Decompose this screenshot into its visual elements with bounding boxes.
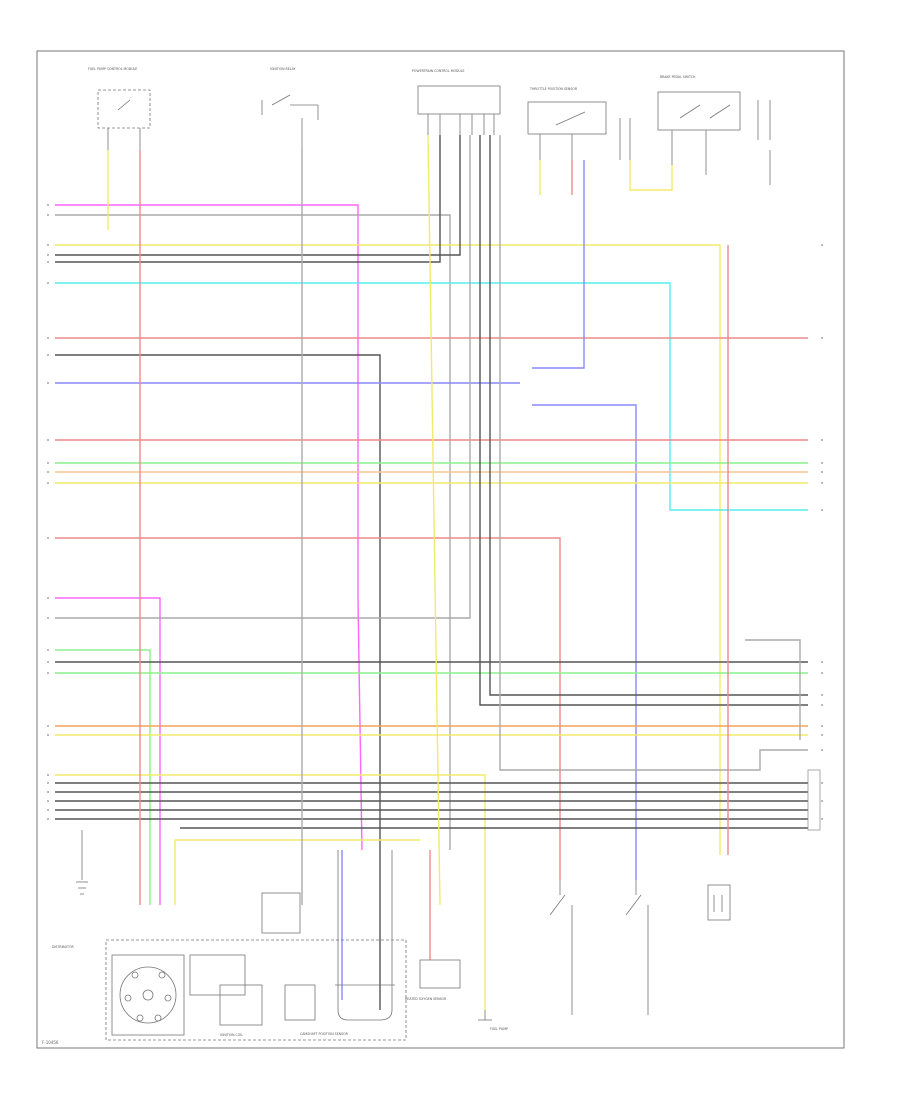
bottom-components	[76, 830, 731, 1041]
wire-yellow-v4	[629, 160, 673, 191]
wire-gray-top	[55, 214, 451, 850]
wire-gray-2	[55, 135, 471, 619]
page-code: F-10456	[42, 1040, 59, 1045]
ignition-coil	[219, 984, 263, 1026]
top-label-1: FUEL PUMP CONTROL MODULE	[88, 67, 137, 71]
top-label-4: THROTTLE POSITION SENSOR	[529, 87, 578, 91]
wire-cyan	[55, 282, 808, 511]
bottom-label-5: FUEL PUMP	[490, 1027, 508, 1031]
bottom-label-3: CAMSHAFT POSITION SENSOR	[300, 1032, 349, 1036]
diagram-frame	[36, 50, 845, 1049]
wire-gray-v2	[745, 639, 801, 740]
wire-green-2	[55, 649, 151, 905]
wire-black-6	[489, 135, 808, 696]
wire-red-2	[55, 537, 561, 880]
wire-yellow-v2	[427, 134, 441, 906]
wires	[55, 134, 808, 1010]
top-component-labels: FUEL PUMP CONTROL MODULE IGNITION RELAY …	[88, 67, 696, 91]
top-components	[97, 85, 771, 185]
component-box-5	[657, 91, 741, 131]
component-box-3	[417, 85, 501, 115]
wire-gray-3	[499, 135, 808, 771]
component-box-1	[97, 89, 151, 129]
wire-black-1	[55, 135, 461, 256]
wire-black-2	[55, 135, 441, 263]
wire-yellow-5	[174, 839, 420, 905]
wire-pink-top	[55, 204, 363, 851]
wire-yellow-1	[55, 244, 721, 855]
connector-pins-left	[47, 204, 49, 820]
distributor-box	[105, 939, 407, 1041]
top-label-2: IGNITION RELAY	[270, 67, 296, 71]
bottom-label-4: HEATED OXYGEN SENSOR	[405, 997, 447, 1001]
wire-pink-2	[55, 597, 161, 905]
wire-blue-2	[532, 160, 585, 369]
wire-blue-3	[532, 404, 637, 880]
top-label-5: BRAKE PEDAL SWITCH	[660, 75, 696, 79]
component-box-4	[527, 101, 607, 135]
oxygen-sensor	[419, 959, 461, 989]
sensor-box-right	[707, 884, 731, 921]
distributor-cap	[119, 966, 177, 1024]
bottom-label-2: IGNITION COIL	[220, 1033, 243, 1037]
connector-pins-right	[821, 244, 823, 820]
wire-yellow-4	[55, 774, 486, 1010]
bottom-component-labels: DISTRIBUTOR IGNITION COIL CAMSHAFT POSIT…	[52, 945, 508, 1037]
wire-black-3	[55, 354, 381, 1010]
right-connector-box	[807, 769, 821, 831]
wire-black-5	[479, 135, 808, 706]
bottom-label-1: DISTRIBUTOR	[52, 945, 74, 949]
top-label-3: POWERTRAIN CONTROL MODULE	[412, 69, 465, 73]
